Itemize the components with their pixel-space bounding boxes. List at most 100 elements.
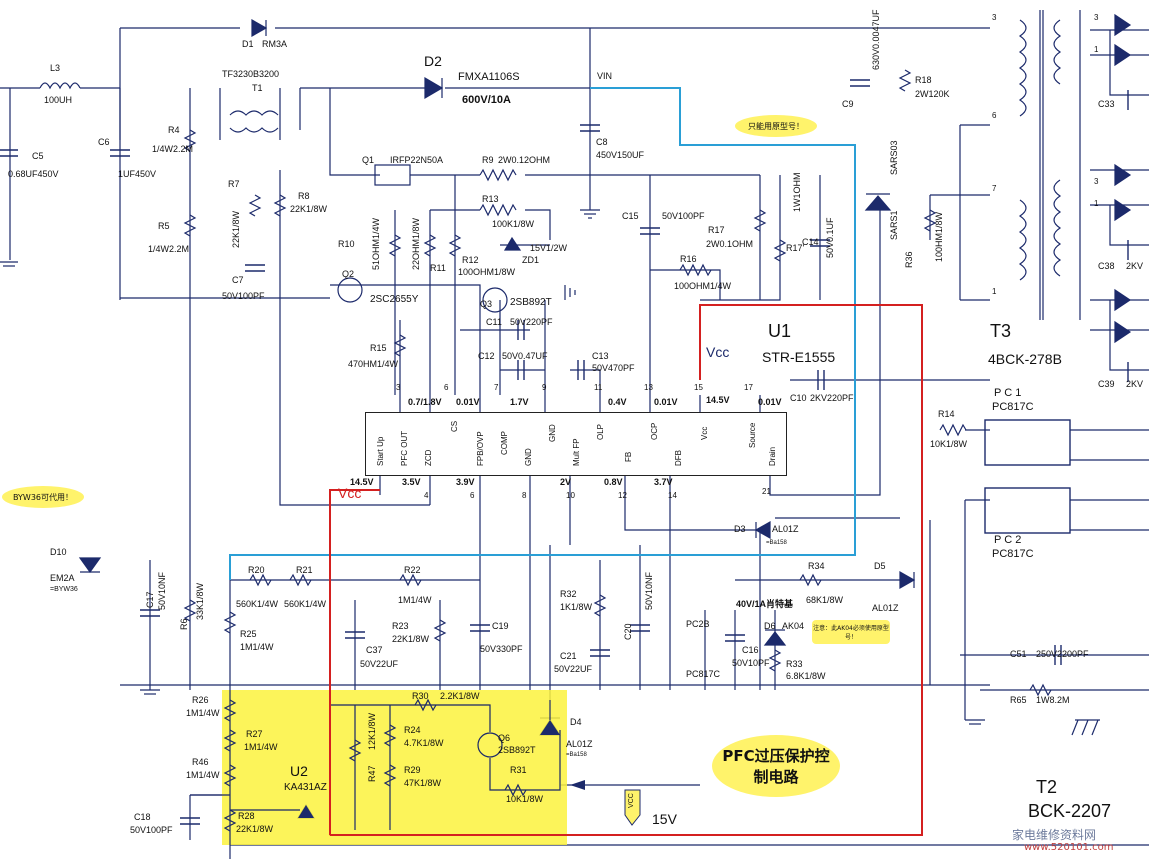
r47-label: R47: [367, 765, 377, 782]
q2-part: 2SC2655Y: [370, 294, 419, 305]
pin-bot-14: 14: [668, 491, 677, 500]
note-original-part-top: 只能用原型号！: [735, 115, 817, 137]
r17b-value: 1W1OHM: [792, 172, 802, 212]
c33-label: C33: [1098, 99, 1115, 109]
pin-zcd: ZCD: [424, 449, 433, 466]
r8-value: 22K1/8W: [290, 204, 328, 214]
r17-label: R17: [708, 225, 725, 235]
d3-label: D3: [734, 524, 746, 534]
r9-label: R9: [482, 155, 494, 165]
c15-value: 50V100PF: [662, 211, 705, 221]
pin-fb: FB: [624, 451, 633, 462]
c17-label: C17: [145, 591, 155, 608]
r16-value: 100OHM1/4W: [674, 281, 732, 291]
pc1-label: P C 1: [994, 387, 1022, 399]
c10-value: 2KV220PF: [810, 393, 854, 403]
t3-pin-b: 6: [992, 111, 997, 120]
pc2-part: PC817C: [992, 548, 1034, 560]
d4-alt: =Ba158: [566, 752, 587, 758]
pin-17: 17: [744, 383, 753, 392]
c17-value: 50V10NF: [157, 571, 167, 610]
pin-mult-fp: Mult FP: [572, 438, 581, 466]
volt-bot-6: 3.7V: [654, 477, 673, 487]
r25-label: R25: [240, 629, 257, 639]
u1-label: U1: [768, 321, 792, 341]
pin-11: 11: [594, 383, 603, 392]
r20-value: 560K1/4W: [236, 599, 279, 609]
r34-value: 68K1/8W: [806, 595, 844, 605]
q3-label: Q3: [480, 299, 493, 309]
r31-label: R31: [510, 765, 527, 775]
t3-pin-h: 1: [1094, 199, 1099, 208]
vcc-red-label: Vcc: [338, 485, 362, 501]
watermark-text: 家电维修资料网: [1012, 828, 1097, 842]
c5-label: C5: [32, 151, 44, 161]
pin-drain: Drain: [768, 446, 777, 466]
r31-value: 10K1/8W: [506, 794, 544, 804]
c19-value: 50V330PF: [480, 644, 523, 654]
u2-label: U2: [290, 763, 308, 779]
zd1-label: ZD1: [522, 255, 540, 265]
u2-part: KA431AZ: [284, 782, 327, 793]
t2-label: T2: [1036, 777, 1058, 797]
r36-label: R36: [904, 251, 914, 268]
c19-label: C19: [492, 621, 509, 631]
d10-label: D10: [50, 547, 67, 557]
c15-label: C15: [622, 211, 639, 221]
r32-value: 1K1/8W: [560, 602, 593, 612]
pin-bot-8: 8: [522, 491, 527, 500]
r14-label: R14: [938, 409, 955, 419]
t3-pin-g: 3: [1094, 177, 1099, 186]
r22-label: R22: [404, 565, 421, 575]
c21-label: C21: [560, 651, 577, 661]
c6-label: C6: [98, 137, 110, 147]
c18-value: 50V100PF: [130, 825, 173, 835]
vin-label: VIN: [597, 71, 613, 81]
pin-olp: OLP: [596, 423, 605, 440]
r5-label: R5: [158, 221, 170, 231]
r32-label: R32: [560, 589, 577, 599]
pin-vcc: Vcc: [700, 426, 709, 440]
pc2b-label: PC2B: [686, 619, 710, 629]
r7-label: R7: [228, 179, 240, 189]
c37-value: 50V22UF: [360, 659, 399, 669]
pin-pfc-out: PFC OUT: [400, 430, 409, 466]
r12-value: 100OHM1/8W: [458, 267, 516, 277]
r23-label: R23: [392, 621, 409, 631]
pin-bot-21: 21: [762, 487, 771, 496]
pin-dfb: DFB: [674, 450, 683, 466]
l3-value: 100UH: [44, 95, 73, 105]
pc2b-part: PC817C: [686, 669, 721, 679]
d4-part: AL01Z: [566, 739, 593, 749]
volt-pin7: 1.7V: [510, 397, 529, 407]
r21-value: 560K1/4W: [284, 599, 327, 609]
r6-label: R6: [179, 618, 189, 630]
r24-value: 4.7K1/8W: [404, 738, 444, 748]
zd1-value: 15V1/2W: [530, 243, 568, 253]
u1-part: STR-E1555: [762, 349, 836, 365]
volt-pin6: 0.01V: [456, 397, 480, 407]
pin-start-up: Start Up: [376, 436, 385, 466]
r18-label: R18: [915, 75, 932, 85]
c18-label: C18: [134, 812, 151, 822]
d10-part: EM2A: [50, 573, 75, 583]
r47-value: 12K1/8W: [367, 712, 377, 750]
pin-7: 7: [494, 383, 499, 392]
q1-part: IRFP22N50A: [390, 155, 444, 165]
q3-part: 2SB892T: [510, 297, 552, 308]
c20-label: C20: [623, 623, 633, 640]
pin-cs: CS: [450, 420, 459, 432]
r14-value: 10K1/8W: [930, 439, 968, 449]
r30-label: R30: [412, 691, 429, 701]
r17-value: 2W0.1OHM: [706, 239, 754, 249]
r10-label: R10: [338, 239, 355, 249]
sars03-label: SARS03: [889, 140, 899, 175]
pin-6: 6: [444, 383, 449, 392]
c5-value: 0.68UF450V: [8, 169, 59, 179]
volt-bot-4: 2V: [560, 477, 572, 487]
pin-source: Source: [748, 422, 757, 448]
r5-value: 1/4W2.2M: [148, 244, 190, 254]
d1-label: D1: [242, 39, 254, 49]
c38-value: 2KV: [1126, 261, 1144, 271]
